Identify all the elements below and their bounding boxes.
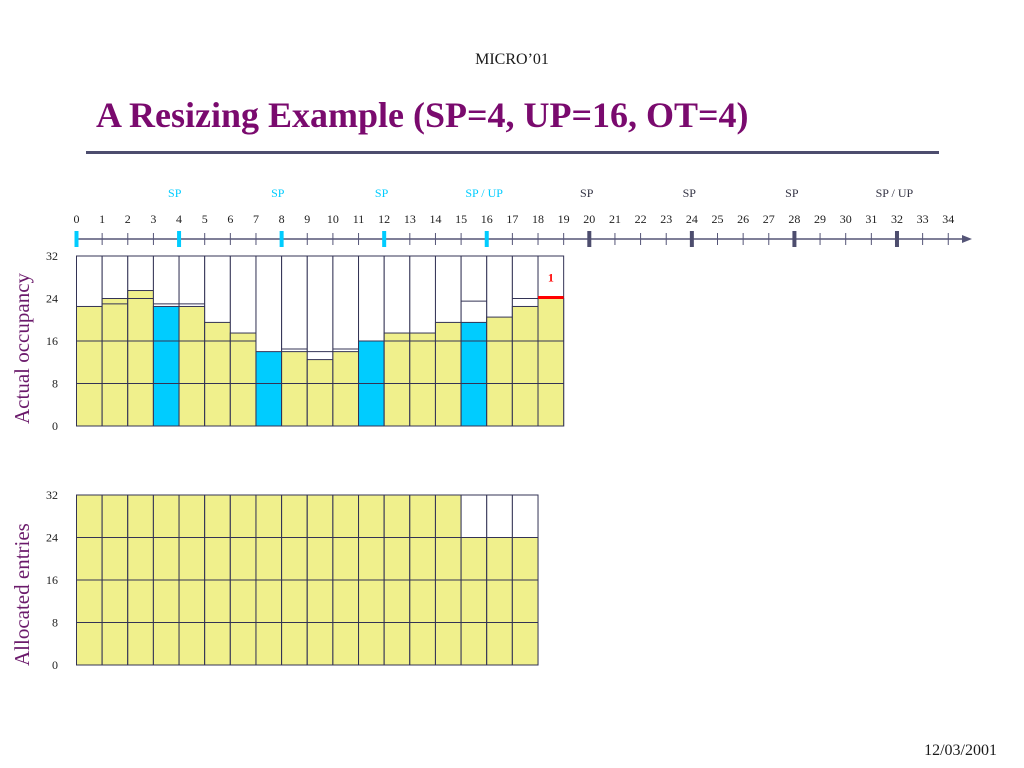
timeline-tick-label: 5	[202, 212, 208, 226]
sample-point-marker-label: SP	[580, 186, 594, 200]
allocated-ytick-label: 0	[52, 658, 58, 672]
timeline-boundary-future	[587, 231, 592, 247]
timeline-tick-label: 18	[532, 212, 544, 226]
timeline-tick-label: 20	[583, 212, 595, 226]
occupancy-bar	[409, 332, 436, 427]
occupancy-bar	[434, 321, 462, 427]
slide-title: A Resizing Example (SP=4, UP=16, OT=4)	[96, 95, 749, 135]
occupancy-ytick-label: 24	[46, 292, 58, 306]
timeline-boundary-done	[484, 231, 489, 247]
sample-point-marker-label: SP	[271, 186, 285, 200]
timeline-tick-label: 24	[686, 212, 698, 226]
timeline-tick-label: 17	[506, 212, 518, 226]
occupancy-bar	[332, 351, 360, 427]
timeline-tick-label: 6	[227, 212, 233, 226]
timeline-tick-label: 28	[788, 212, 800, 226]
timeline-tick-label: 27	[763, 212, 775, 226]
timeline-tick-label: 21	[609, 212, 621, 226]
occupancy-bar	[511, 305, 539, 427]
timeline-boundary-done	[177, 231, 182, 247]
sample-point-marker-label: SP / UP	[876, 186, 914, 200]
allocated-bar	[460, 537, 488, 666]
timeline-tick-label: 23	[660, 212, 672, 226]
occupancy-bar	[127, 290, 154, 427]
occupancy-ytick-label: 16	[46, 334, 58, 348]
timeline-boundary-future	[792, 231, 797, 247]
overflow-annotation-label: 1	[548, 271, 554, 285]
occupancy-ytick-label: 0	[52, 419, 58, 433]
occupancy-ytick-label: 32	[46, 249, 58, 263]
allocated-ytick-label: 24	[46, 531, 58, 545]
timeline-tick-label: 19	[558, 212, 570, 226]
timeline-tick-label: 25	[712, 212, 724, 226]
timeline-tick-label: 3	[150, 212, 156, 226]
timeline-tick-label: 12	[378, 212, 390, 226]
timeline-tick-label: 33	[917, 212, 929, 226]
timeline-tick-label: 2	[125, 212, 131, 226]
sample-point-marker-label: SP	[168, 186, 182, 200]
timeline-tick-label: 4	[176, 212, 182, 226]
timeline-arrowhead	[962, 235, 972, 243]
timeline-tick-label: 30	[840, 212, 852, 226]
occupancy-bar	[306, 359, 334, 427]
allocated-ytick-label: 16	[46, 573, 58, 587]
timeline-tick-label: 29	[814, 212, 826, 226]
timeline-tick-label: 16	[481, 212, 493, 226]
occupancy-bar	[76, 305, 103, 427]
timeline-tick-label: 9	[304, 212, 310, 226]
timeline-boundary-future	[689, 231, 694, 247]
title-divider	[86, 151, 939, 154]
timeline-tick-label: 31	[865, 212, 877, 226]
occupancy-bar	[537, 298, 565, 427]
timeline-tick-label: 1	[99, 212, 105, 226]
sample-point-marker-label: SP / UP	[465, 186, 503, 200]
occupancy-bar	[152, 305, 180, 427]
timeline-boundary-future	[894, 231, 899, 247]
timeline-tick-label: 32	[891, 212, 903, 226]
occupancy-bar	[255, 351, 283, 427]
timeline-tick-label: 15	[455, 212, 467, 226]
occupancy-bar	[383, 332, 411, 427]
occupancy-bar	[204, 321, 231, 427]
timeline-tick-label: 34	[942, 212, 954, 226]
timeline-boundary-done	[74, 231, 79, 247]
timeline-tick-label: 0	[74, 212, 80, 226]
allocated-ytick-label: 8	[52, 616, 58, 630]
sample-point-marker-label: SP	[375, 186, 389, 200]
timeline-tick-label: 14	[429, 212, 441, 226]
occupancy-bar	[101, 298, 129, 427]
timeline-tick-label: 8	[279, 212, 285, 226]
footer-date: 12/03/2001	[924, 742, 997, 759]
occupancy-bar	[229, 332, 257, 427]
allocated-bar	[486, 537, 513, 666]
slide-header: MICRO’01	[475, 51, 549, 68]
allocated-ytick-label: 32	[46, 488, 58, 502]
timeline-tick-label: 10	[327, 212, 339, 226]
timeline-tick-label: 7	[253, 212, 259, 226]
timeline-boundary-done	[279, 231, 284, 247]
allocated-bar	[511, 537, 539, 666]
timeline-tick-label: 13	[404, 212, 416, 226]
timeline-boundary-done	[382, 231, 387, 247]
sample-point-marker-label: SP	[785, 186, 799, 200]
occupancy-bar	[178, 305, 206, 427]
sample-point-marker-label: SP	[683, 186, 697, 200]
timeline-tick-label: 26	[737, 212, 749, 226]
occupancy-bar	[281, 351, 308, 427]
timeline-tick-label: 22	[635, 212, 647, 226]
occupancy-bar	[460, 321, 488, 427]
timeline-tick-label: 11	[353, 212, 365, 226]
occupancy-bar	[486, 316, 513, 427]
occupancy-ytick-label: 8	[52, 377, 58, 391]
